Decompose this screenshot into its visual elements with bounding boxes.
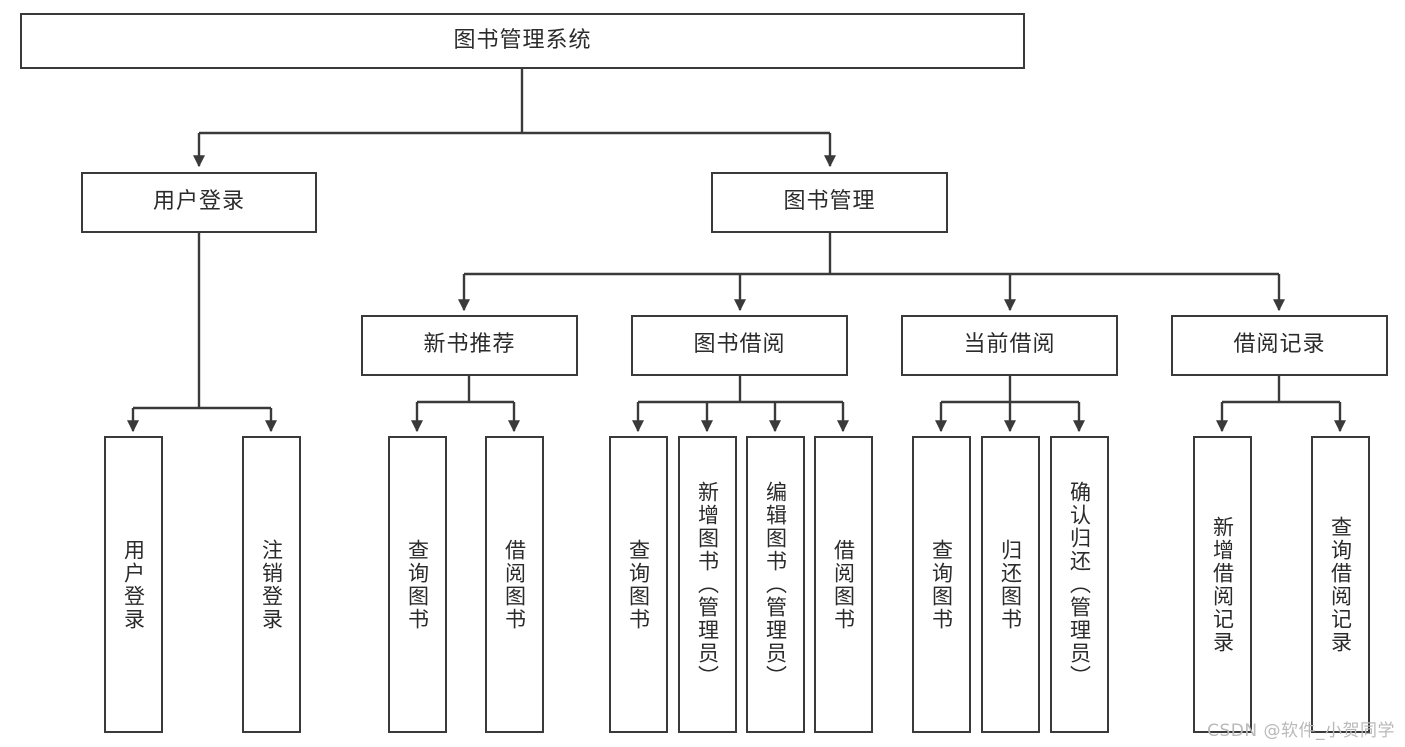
node-label: 图书管理 (783, 189, 876, 215)
leaf-borrow-query-book[interactable]: 查询图书 (609, 436, 668, 733)
leaf-current-query-book[interactable]: 查询图书 (912, 436, 971, 733)
node-label: 查询图书 (626, 538, 651, 631)
node-current-borrow[interactable]: 当前借阅 (901, 315, 1118, 376)
node-label: 借阅记录 (1233, 332, 1326, 358)
csdn-watermark: CSDN @软件_小贺同学 (1207, 721, 1395, 741)
node-label: 借阅图书 (502, 538, 527, 631)
node-book-borrow[interactable]: 图书借阅 (631, 315, 848, 376)
leaf-user-logout[interactable]: 注销登录 (242, 436, 301, 733)
node-label: 查询图书 (405, 538, 430, 631)
node-root-system[interactable]: 图书管理系统 (20, 13, 1025, 69)
leaf-borrow-borrow-book[interactable]: 借阅图书 (814, 436, 873, 733)
leaf-record-query-record[interactable]: 查询借阅记录 (1311, 436, 1370, 733)
leaf-current-return-book[interactable]: 归还图书 (981, 436, 1040, 733)
node-label: 查询图书 (929, 538, 954, 631)
node-user-login[interactable]: 用户登录 (81, 172, 317, 233)
leaf-recommend-borrow-book[interactable]: 借阅图书 (485, 436, 544, 733)
node-label: 用户登录 (121, 538, 146, 631)
node-label: 借阅图书 (831, 538, 856, 631)
leaf-recommend-query-book[interactable]: 查询图书 (388, 436, 447, 733)
node-label: 图书借阅 (693, 332, 786, 358)
node-borrow-record[interactable]: 借阅记录 (1171, 315, 1388, 376)
node-label: 编辑图书（管理员） (763, 481, 788, 688)
node-label: 确认归还（管理员） (1067, 481, 1092, 688)
node-label: 新书推荐 (423, 332, 516, 358)
node-label: 新增借阅记录 (1210, 515, 1235, 654)
node-label: 新增图书（管理员） (695, 481, 720, 688)
node-label: 用户登录 (152, 189, 245, 215)
leaf-record-add-record[interactable]: 新增借阅记录 (1193, 436, 1252, 733)
node-label: 图书管理系统 (453, 27, 592, 53)
leaf-borrow-edit-book-admin[interactable]: 编辑图书（管理员） (746, 436, 805, 733)
node-label: 当前借阅 (963, 332, 1056, 358)
node-book-management[interactable]: 图书管理 (711, 172, 948, 233)
node-label: 归还图书 (998, 538, 1023, 631)
node-label: 注销登录 (259, 538, 284, 631)
leaf-borrow-add-book-admin[interactable]: 新增图书（管理员） (678, 436, 737, 733)
leaf-user-login[interactable]: 用户登录 (104, 436, 163, 733)
node-label: 查询借阅记录 (1328, 515, 1353, 654)
leaf-current-confirm-return-admin[interactable]: 确认归还（管理员） (1050, 436, 1109, 733)
node-new-book-recommend[interactable]: 新书推荐 (361, 315, 578, 376)
